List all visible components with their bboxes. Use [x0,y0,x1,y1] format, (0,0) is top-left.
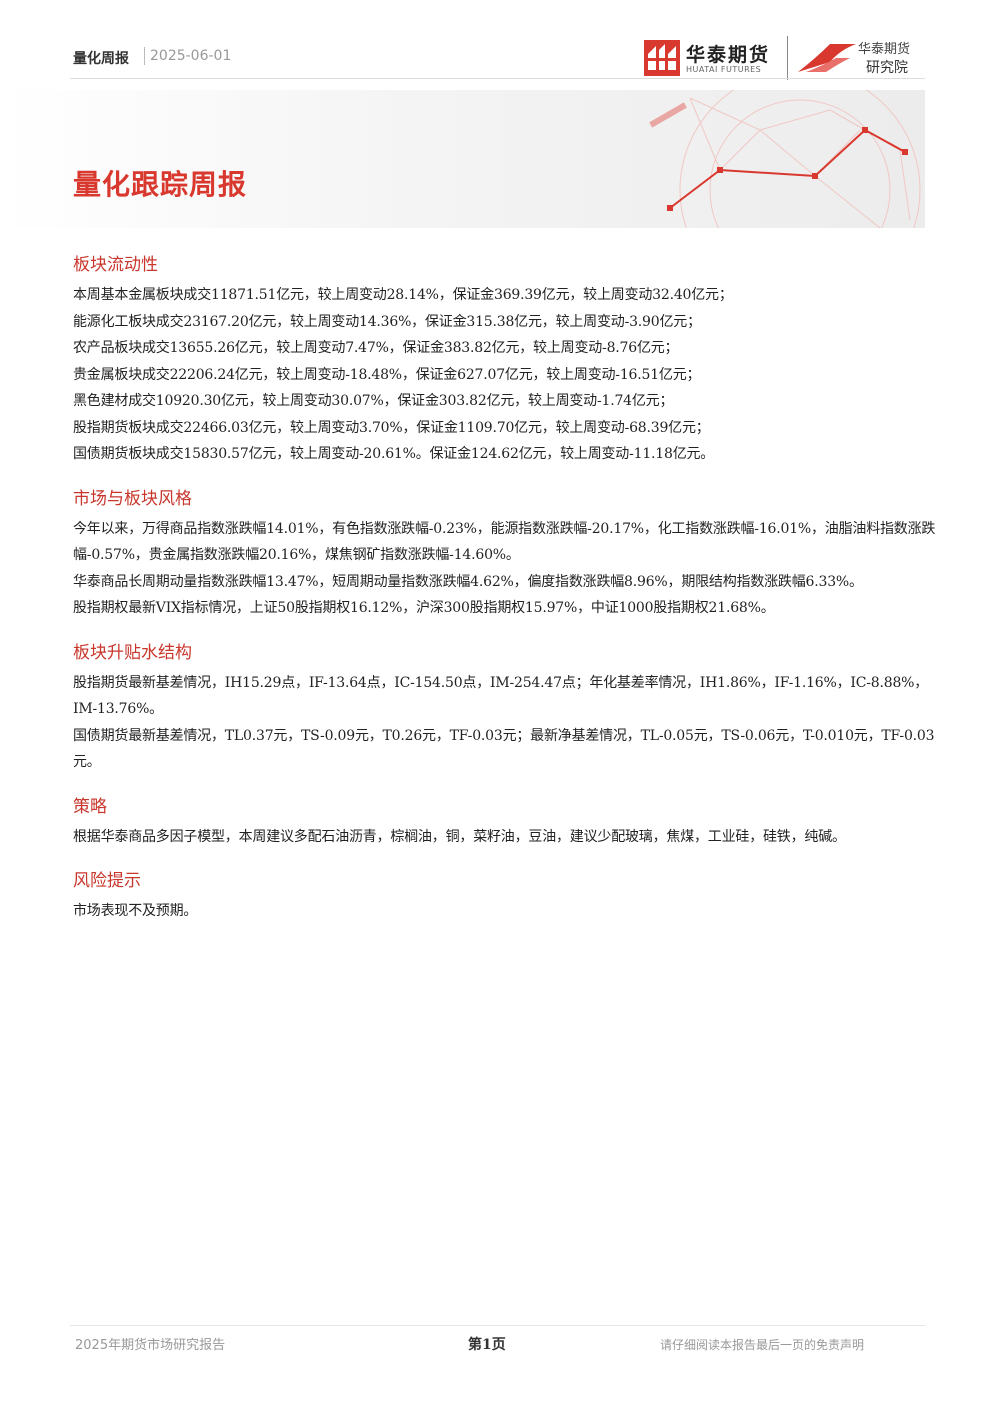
section-liquidity: 板块流动性 本周基本金属板块成交11871.51亿元，较上周变动28.14%，保… [73,252,943,468]
paragraph: 本周基本金属板块成交11871.51亿元，较上周变动28.14%，保证金369.… [73,287,733,303]
paragraph: 股指期货板块成交22466.03亿元，较上周变动3.70%，保证金1109.70… [73,419,710,436]
title-banner [0,90,925,228]
paragraph: 华泰商品长周期动量指数涨跌幅13.47%，短周期动量指数涨跌幅4.62%，偏度指… [73,573,863,590]
section-heading: 市场与板块风格 [73,488,192,509]
page-title: 量化跟踪周报 [73,168,248,201]
header-rule [70,78,925,79]
section-heading: 板块流动性 [73,255,158,275]
paragraph: 根据华泰商品多因子模型，本周建议多配石油沥青，棕榈油，铜，菜籽油，豆油，建议少配… [73,828,846,845]
paragraph: 国债期货板块成交15830.57亿元，较上周变动-20.61%。保证金124.6… [73,446,715,462]
section-heading: 风险提示 [73,871,141,891]
section-strategy: 策略 根据华泰商品多因子模型，本周建议多配石油沥青，棕榈油，铜，菜籽油，豆油，建… [73,794,943,851]
institute-name-top: 华泰期货 [858,42,911,57]
report-type-label: 量化周报 [73,51,129,67]
page-number: 第1页 [468,1337,506,1353]
paragraph: 农产品板块成交13655.26亿元，较上周变动7.47%，保证金383.82亿元… [73,340,679,356]
huatai-logo-icon [644,40,680,76]
section-risk: 风险提示 市场表现不及预期。 [73,868,943,925]
paragraph: 能源化工板块成交23167.20亿元，较上周变动14.36%，保证金315.38… [73,313,701,330]
report-date: 2025-06-01 [150,48,232,64]
report-body: 板块流动性 本周基本金属板块成交11871.51亿元，较上周变动28.14%，保… [73,252,943,943]
company-name: 华泰期货 [686,44,771,66]
paragraph: 股指期货最新基差情况，IH15.29点，IF-13.64点，IC-154.50点… [73,674,929,718]
paragraph: 股指期权最新VIX指标情况，上证50股指期权16.12%，沪深300股指期权15… [73,600,775,616]
institute-logo-icon [798,44,856,72]
header-separator [144,47,145,65]
paragraph: 黑色建材成交10920.30亿元，较上周变动30.07%，保证金303.82亿元… [73,393,674,409]
section-heading: 板块升贴水结构 [73,642,192,663]
section-heading: 策略 [73,796,107,817]
section-basis-structure: 板块升贴水结构 股指期货最新基差情况，IH15.29点，IF-13.64点，IC… [73,640,943,776]
paragraph: 贵金属板块成交22206.24亿元，较上周变动-18.48%，保证金627.07… [73,366,701,383]
footer-disclaimer-note: 请仔细阅读本报告最后一页的免责声明 [660,1338,865,1352]
paragraph: 国债期货最新基差情况，TL0.37元，TS-0.09元，T0.26元，TF-0.… [73,727,935,771]
page-header: 量化周报 2025-06-01 华泰期货 HUATAI FUTURES 华泰期货… [0,0,992,90]
company-name-en: HUATAI FUTURES [686,65,762,74]
logo-divider [787,36,788,80]
footer-report-name: 2025年期货市场研究报告 [75,1338,226,1353]
paragraph: 今年以来，万得商品指数涨跌幅14.01%，有色指数涨跌幅-0.23%，能源指数涨… [73,520,936,564]
network-graphic-icon [649,90,921,228]
section-market-style: 市场与板块风格 今年以来，万得商品指数涨跌幅14.01%，有色指数涨跌幅-0.2… [73,486,943,622]
footer-rule [70,1325,925,1326]
paragraph: 市场表现不及预期。 [73,903,198,919]
institute-name-bottom: 研究院 [866,60,908,76]
